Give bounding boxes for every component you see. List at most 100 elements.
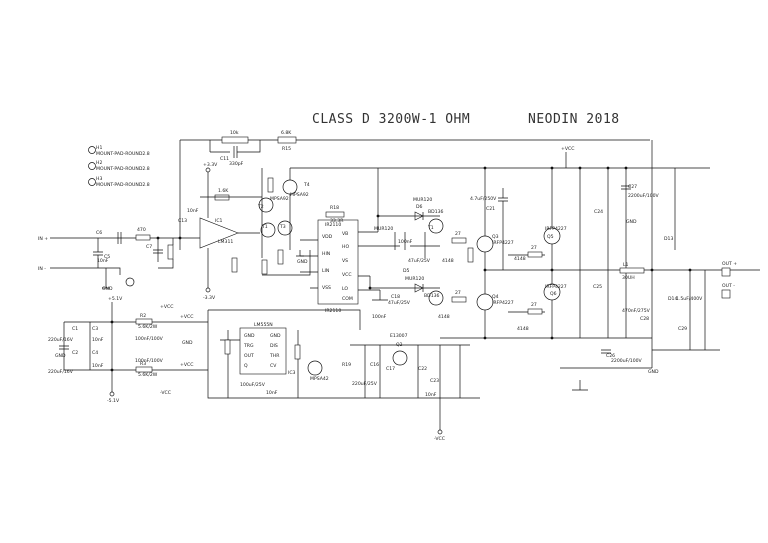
mount-hole-footprint: MOUNT-PAD-ROUND2.8: [96, 166, 150, 172]
component-label: GND: [270, 333, 281, 339]
mounting-holes: H1 MOUNT-PAD-ROUND2.8 H2 MOUNT-PAD-ROUND…: [88, 145, 150, 188]
component-label: LM311: [218, 239, 233, 245]
component-label: C22: [418, 366, 427, 372]
output-minus-label: OUT -: [722, 283, 735, 289]
component-label: COM: [342, 296, 353, 302]
component-label: 10k: [230, 130, 239, 136]
component-label: 10nF: [187, 208, 199, 214]
component-label: 10nF: [425, 392, 437, 398]
component-label: 4.7uF/250V: [470, 196, 497, 202]
component-label: LIN: [322, 268, 329, 274]
component-label: C21: [486, 206, 495, 212]
component-label: 100nF: [372, 314, 387, 320]
component-label: C17: [386, 366, 395, 372]
schematic-author: NEODIN 2018: [528, 112, 620, 127]
component-label: 10nF: [97, 258, 109, 264]
component-label: 4148: [514, 256, 526, 262]
component-label: BD136: [424, 293, 440, 299]
component-label: 1.6K: [218, 188, 229, 194]
component-label: LO: [342, 286, 348, 292]
component-label: 470: [137, 227, 146, 233]
component-label: 2200uF/100V: [628, 193, 660, 199]
component-label: R15: [282, 146, 291, 152]
component-label: -VCC: [434, 436, 445, 442]
component-label: 10nF: [92, 363, 104, 369]
input-minus-label: IN -: [38, 266, 46, 272]
gate-driver-ir2110: IR2110 VDD HIN LIN VSS VB HO VS VCC LO C…: [290, 167, 710, 314]
output-plus-label: OUT +: [722, 261, 737, 267]
component-label: C28: [640, 316, 649, 322]
component-label: VB: [342, 231, 348, 237]
junction-dots: [110, 166, 692, 372]
component-label: HO: [342, 244, 349, 250]
component-label: E13007: [390, 333, 408, 339]
comparator-ic1: IC1 LM311 +3.3V -3.3V 1.6K: [199, 162, 262, 301]
component-label: 33.3R: [330, 218, 344, 224]
mount-hole-footprint: MOUNT-PAD-ROUND2.8: [96, 182, 150, 188]
component-label: GND: [648, 369, 659, 375]
component-label: C23: [430, 378, 439, 384]
component-label: D14: [668, 296, 677, 302]
component-label: R2: [140, 313, 146, 319]
component-label: +VCC: [180, 362, 193, 368]
component-label: Q: [244, 363, 248, 369]
component-label: 100nF/100V: [135, 358, 164, 364]
component-label: R3: [140, 361, 146, 367]
high-side-drive: MUR120 D6 MUR120 100nF 47uF/25V BD136 T1…: [374, 197, 474, 264]
component-label: C25: [593, 284, 602, 290]
component-label: D5: [403, 268, 410, 274]
component-label: C6: [96, 230, 102, 236]
component-label: 6.8K: [281, 130, 292, 136]
component-label: 220uF/16V: [48, 369, 74, 375]
input-section: IN + IN - C6 C5 10nF 470 C7 C13 10nF GND: [38, 208, 200, 292]
component-label: IC3: [288, 370, 296, 376]
output-stage: +VCC C24 C25 C27 2200uF/100V C26 2200uF/…: [440, 140, 737, 391]
component-label: MUR120: [374, 226, 393, 232]
component-label: C13: [178, 218, 187, 224]
component-label: C5: [104, 254, 110, 260]
component-label: 100nF/100V: [135, 336, 164, 342]
component-label: C16: [370, 362, 379, 368]
component-label: C3: [92, 326, 98, 332]
component-label: MPSA42: [310, 376, 329, 382]
mount-hole-ref: H3: [96, 176, 102, 182]
component-label: -3.3V: [203, 295, 216, 301]
component-label: HIN: [322, 251, 330, 257]
mount-hole-footprint: MOUNT-PAD-ROUND2.8: [96, 151, 150, 157]
component-label: +VCC: [561, 146, 574, 152]
component-label: T1: [427, 225, 434, 231]
input-plus-label: IN +: [38, 236, 48, 242]
component-label: GND: [244, 333, 255, 339]
component-label: MPSA92: [290, 192, 309, 198]
component-label: BD136: [428, 209, 444, 215]
component-label: VCC: [342, 272, 352, 278]
component-label: OUT: [244, 353, 254, 359]
component-label: LM555N: [254, 322, 273, 328]
component-label: 27: [531, 245, 537, 251]
component-label: 470nF/275V: [622, 308, 651, 314]
component-label: 30UH: [622, 275, 635, 281]
component-label: VDD: [322, 234, 333, 240]
component-label: 5.6K/2W: [138, 372, 158, 378]
component-label: -5.1V: [107, 398, 120, 404]
component-label: 4148: [438, 314, 450, 320]
timer-lm555: LM555N GND GND TRG DIS OUT THR Q CV IC3 …: [207, 309, 480, 399]
soft-start: Q2 E13007 R19 C16 C17 C22 C23 220uF/25V …: [342, 333, 470, 442]
component-label: R19: [342, 362, 351, 368]
component-label: 27: [455, 290, 461, 296]
component-label: THR: [269, 353, 280, 359]
component-label: T1: [261, 224, 268, 230]
component-label: TRG: [243, 343, 254, 349]
component-label: CV: [270, 363, 277, 369]
component-label: GND: [297, 259, 308, 265]
component-label: C27: [628, 184, 637, 190]
component-label: IC1: [215, 218, 223, 224]
component-label: GND: [55, 353, 66, 359]
component-label: 27: [531, 302, 537, 308]
component-label: IR2110: [325, 222, 341, 228]
component-label: 27: [455, 231, 461, 237]
component-label: T2: [257, 204, 264, 210]
component-label: 2200uF/100V: [611, 358, 643, 364]
schematic-title: CLASS D 3200W-1 OHM: [312, 112, 470, 127]
